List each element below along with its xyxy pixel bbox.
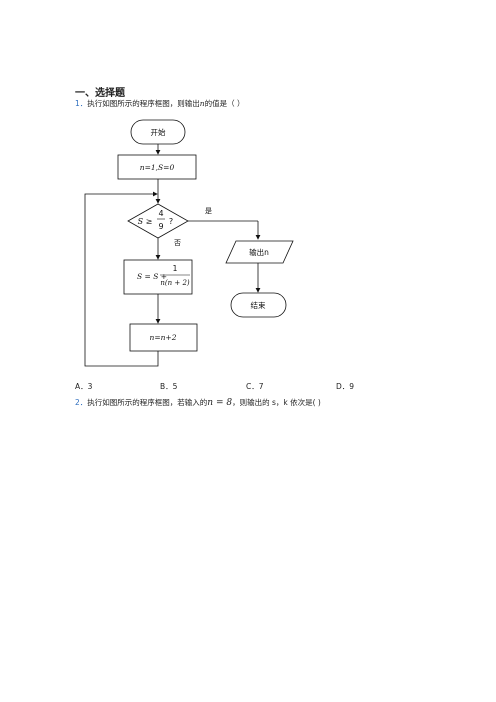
- output-box: [225, 240, 294, 264]
- option-a: A．3: [75, 382, 93, 391]
- section-title: 一、选择题: [75, 88, 125, 99]
- question-1-number: 1．: [75, 99, 88, 108]
- question-2-text-before: 执行如图所示的程序框图，若输入的: [87, 398, 208, 407]
- update-lhs: S = S +: [137, 272, 167, 281]
- decision-numerator: 4: [158, 209, 163, 218]
- decision-lhs: S ≥: [138, 217, 153, 226]
- question-2-var: n = 8: [207, 398, 233, 408]
- yes-label: 是: [205, 207, 212, 215]
- update-numerator: 1: [173, 264, 178, 273]
- increment-box: [129, 323, 198, 352]
- no-label: 否: [174, 239, 181, 247]
- option-c: C．7: [246, 382, 264, 391]
- option-b: B．5: [160, 382, 178, 391]
- init-label: n=1,S=0: [140, 163, 175, 172]
- question-2-number: 2．: [75, 398, 88, 407]
- end-label: 结束: [251, 300, 266, 310]
- update-denominator: n(n + 2): [160, 279, 190, 287]
- update-box: [123, 259, 193, 295]
- init-box: [117, 154, 197, 180]
- loop-back-arrow: [84, 191, 159, 367]
- question-2: 2．执行如图所示的程序框图，若输入的n = 8，则输出的 s，k 依次是( ): [75, 397, 321, 408]
- question-1: 1．执行如图所示的程序框图，则输出n的值是（ ）: [75, 98, 245, 109]
- decision-denominator: 9: [158, 222, 163, 231]
- increment-label: n=n+2: [149, 333, 176, 342]
- decision-question-mark: ?: [169, 217, 173, 226]
- output-label: 输出n: [249, 247, 269, 257]
- question-1-text-before: 执行如图所示的程序框图，则输出: [87, 99, 200, 108]
- option-d: D．9: [336, 382, 355, 391]
- end-terminal: [230, 292, 287, 318]
- start-label: 开始: [151, 127, 166, 137]
- question-1-var: n: [199, 99, 205, 108]
- question-2-text-after: ，则输出的 s，k 依次是( ): [232, 398, 321, 407]
- question-1-text-after: 的值是（ ）: [204, 99, 245, 108]
